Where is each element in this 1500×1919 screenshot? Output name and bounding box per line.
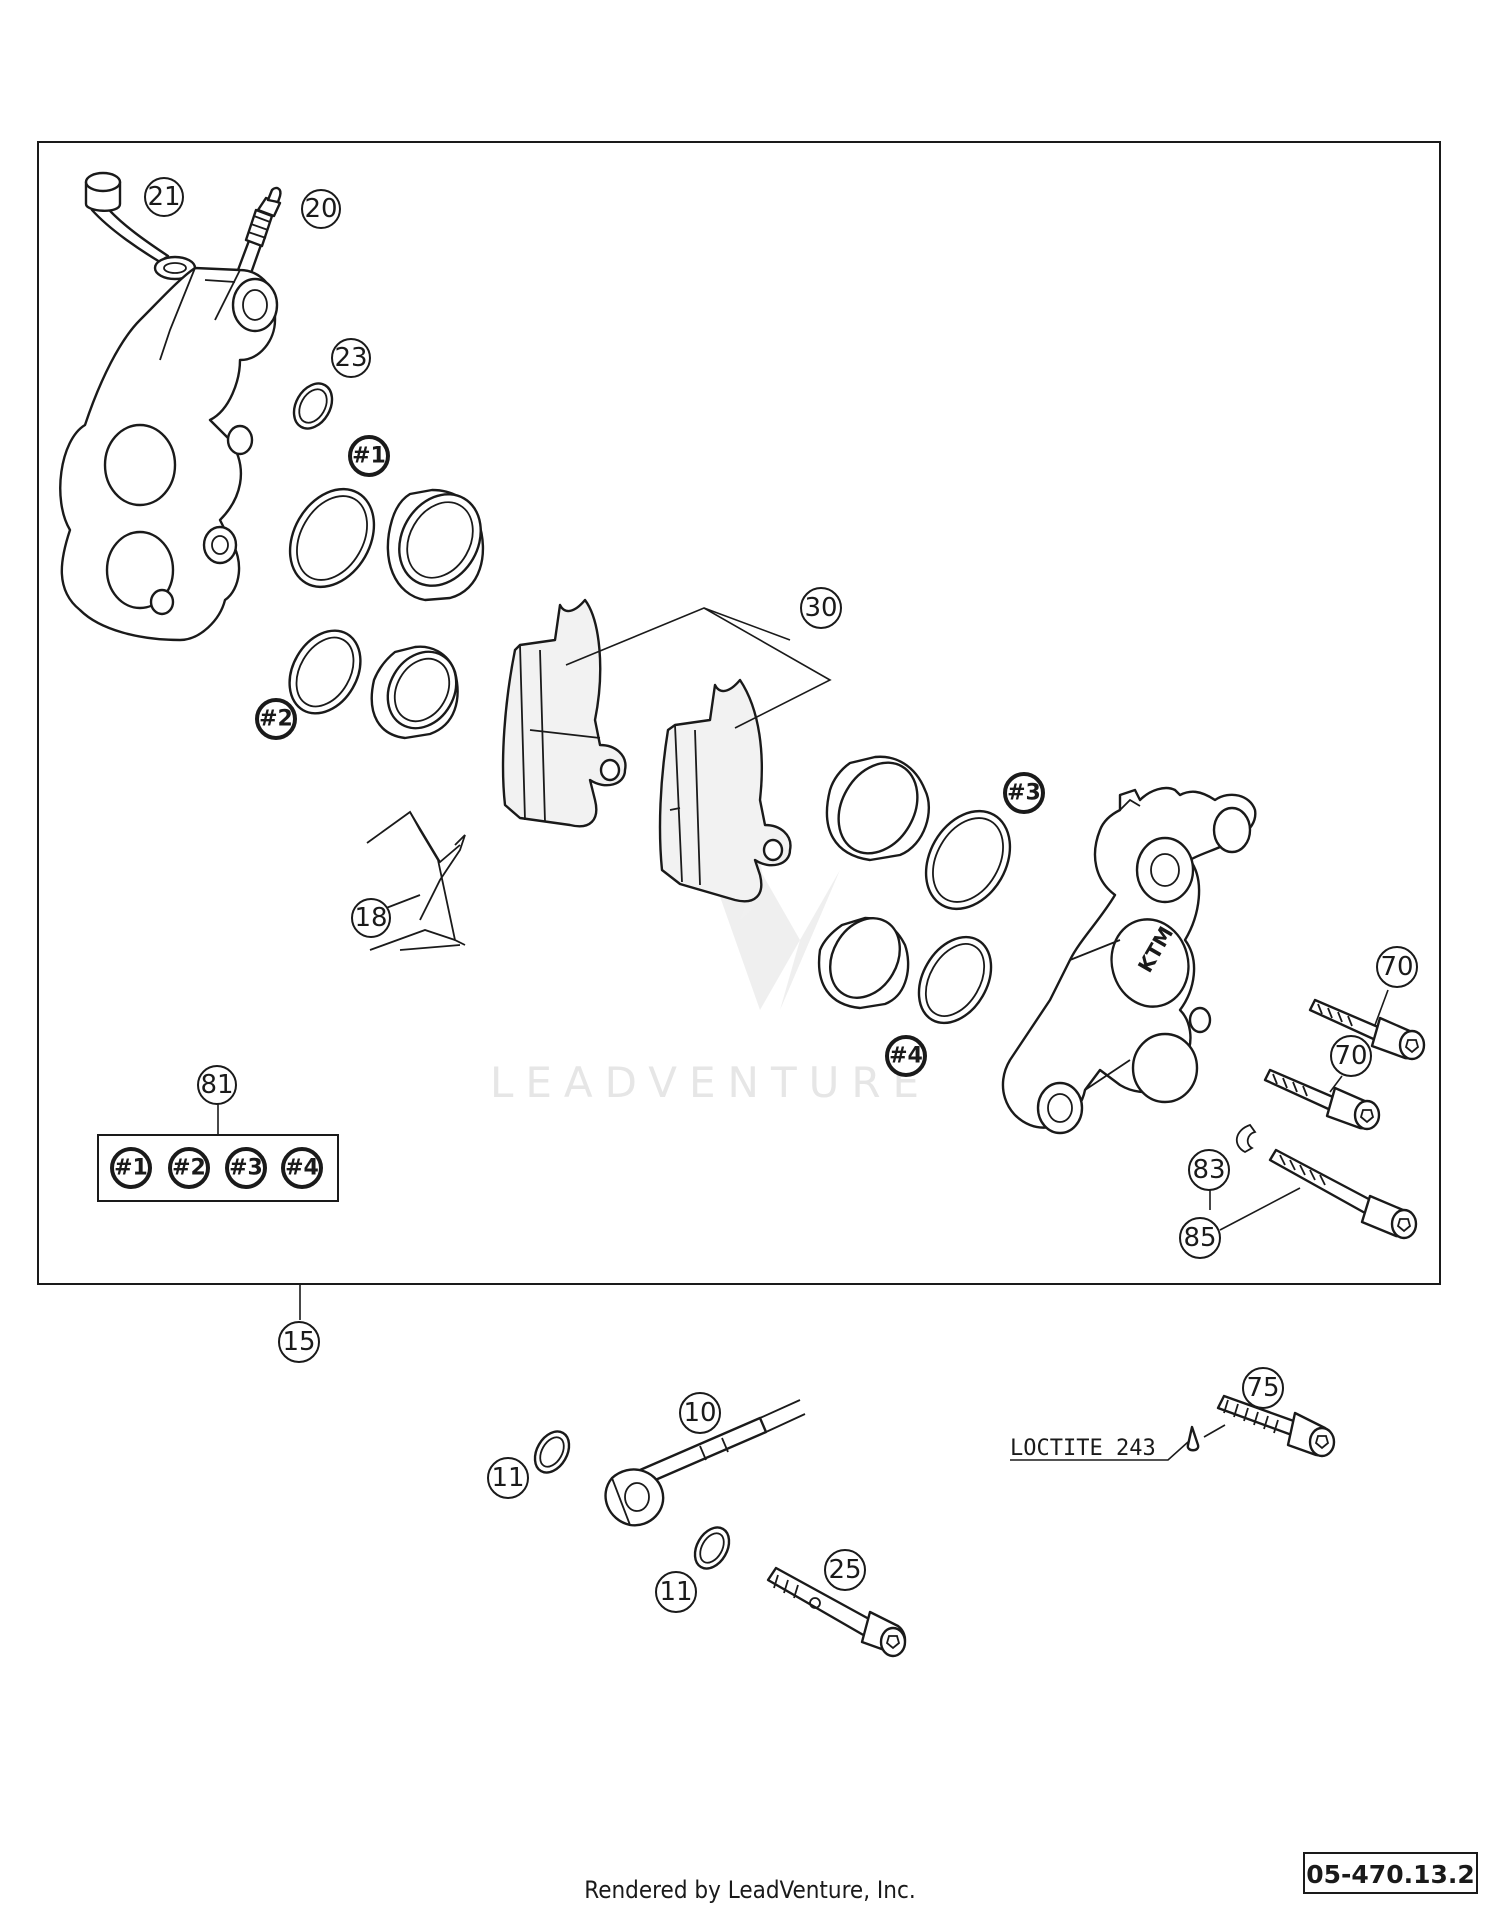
callout-11-lower: 11 (655, 1571, 697, 1613)
loctite-note: LOCTITE 243 (1010, 1424, 1226, 1461)
callout-85-label: 85 (1183, 1223, 1216, 1253)
seal-ref-1: #1 (348, 435, 390, 477)
kit-ref-4-label: #4 (285, 1156, 319, 1181)
watermark-text: LEADVENTURE (490, 1058, 931, 1107)
mounting-bolt-part-75 (1216, 1394, 1336, 1458)
caliper-half-left (59, 266, 279, 642)
kit-ref-1-label: #1 (114, 1156, 148, 1181)
seal-ref-2: #2 (255, 698, 297, 740)
bolt-70-upper (1308, 998, 1426, 1061)
seal-ref-4: #4 (885, 1035, 927, 1077)
footer-credit: Rendered by LeadVenture, Inc. (584, 1876, 916, 1904)
washer-part-11-lower (693, 1526, 731, 1570)
callout-81-label: 81 (200, 1070, 233, 1100)
callout-23: 23 (331, 338, 371, 378)
kit-ref-2-label: #2 (172, 1156, 206, 1181)
bolt-70-lower (1263, 1068, 1381, 1131)
pin-bolt-part-85 (1268, 1148, 1418, 1240)
seal-ref-3: #3 (1003, 772, 1045, 814)
piston-lower-left (370, 645, 459, 740)
leader-lines (299, 989, 1389, 1320)
callout-75: 75 (1242, 1367, 1284, 1409)
seal-ring-1 (288, 487, 376, 589)
callout-30: 30 (800, 587, 842, 629)
kit-ref-4: #4 (281, 1147, 323, 1189)
callout-21: 21 (144, 177, 184, 217)
brake-pad-front (501, 598, 627, 828)
retaining-clip-part-83 (1236, 1123, 1257, 1154)
callout-30-label: 30 (804, 593, 837, 623)
assembly-frame (37, 141, 1441, 1285)
kit-ref-3: #3 (225, 1147, 267, 1189)
callout-18-label: 18 (354, 903, 387, 933)
callout-25-label: 25 (828, 1555, 861, 1585)
callout-15-label: 15 (282, 1327, 315, 1357)
piston-upper-right (825, 755, 930, 862)
seal-ring-2 (288, 629, 362, 715)
callout-75-label: 75 (1246, 1373, 1279, 1403)
callout-83-label: 83 (1192, 1155, 1225, 1185)
seal-ref-1-label: #1 (352, 444, 386, 469)
seal-ref-2-label: #2 (259, 707, 293, 732)
callout-11-upper-label: 11 (491, 1463, 524, 1493)
kit-ref-1: #1 (110, 1147, 152, 1189)
seal-ref-3-label: #3 (1007, 781, 1041, 806)
pad-leader-lines (565, 607, 832, 729)
piston-lower-right (817, 916, 910, 1010)
callout-70-lower-label: 70 (1334, 1041, 1367, 1071)
callout-70-upper-label: 70 (1380, 952, 1413, 982)
loctite-drop-icon (1186, 1425, 1200, 1452)
callout-11-lower-label: 11 (659, 1577, 692, 1607)
brake-line-part-10 (604, 1399, 806, 1527)
callout-21-label: 21 (147, 182, 180, 212)
brake-pad-rear (658, 678, 792, 903)
callout-10-label: 10 (683, 1398, 716, 1428)
callout-83: 83 (1188, 1149, 1230, 1191)
callout-81: 81 (197, 1065, 237, 1105)
seal-ring-4 (917, 935, 993, 1025)
callout-25: 25 (824, 1549, 866, 1591)
callout-20: 20 (301, 189, 341, 229)
diagram-number: 05-470.13.2 (1303, 1852, 1478, 1894)
callout-20-label: 20 (304, 194, 337, 224)
banjo-bolt-part-25 (766, 1566, 907, 1658)
callout-85: 85 (1179, 1217, 1221, 1259)
bleeder-screw-part-20 (236, 186, 282, 278)
piston-upper-left (386, 488, 485, 602)
callout-70-upper: 70 (1376, 946, 1418, 988)
callout-70-lower: 70 (1330, 1035, 1372, 1077)
callout-10: 10 (679, 1392, 721, 1434)
loctite-note-text: LOCTITE 243 (1010, 1436, 1156, 1461)
kit-ref-2: #2 (168, 1147, 210, 1189)
o-ring-part-23 (292, 382, 334, 430)
bleeder-cap-part-21 (84, 171, 197, 281)
caliper-half-right: KTM (1001, 786, 1257, 1135)
washer-part-11-upper (533, 1430, 571, 1474)
callout-15: 15 (278, 1321, 320, 1363)
callout-11-upper: 11 (487, 1457, 529, 1499)
callout-23-label: 23 (334, 343, 367, 373)
callout-18: 18 (351, 898, 391, 938)
seal-ring-3 (924, 809, 1012, 911)
kit-ref-3-label: #3 (229, 1156, 263, 1181)
seal-ref-4-label: #4 (889, 1044, 923, 1069)
